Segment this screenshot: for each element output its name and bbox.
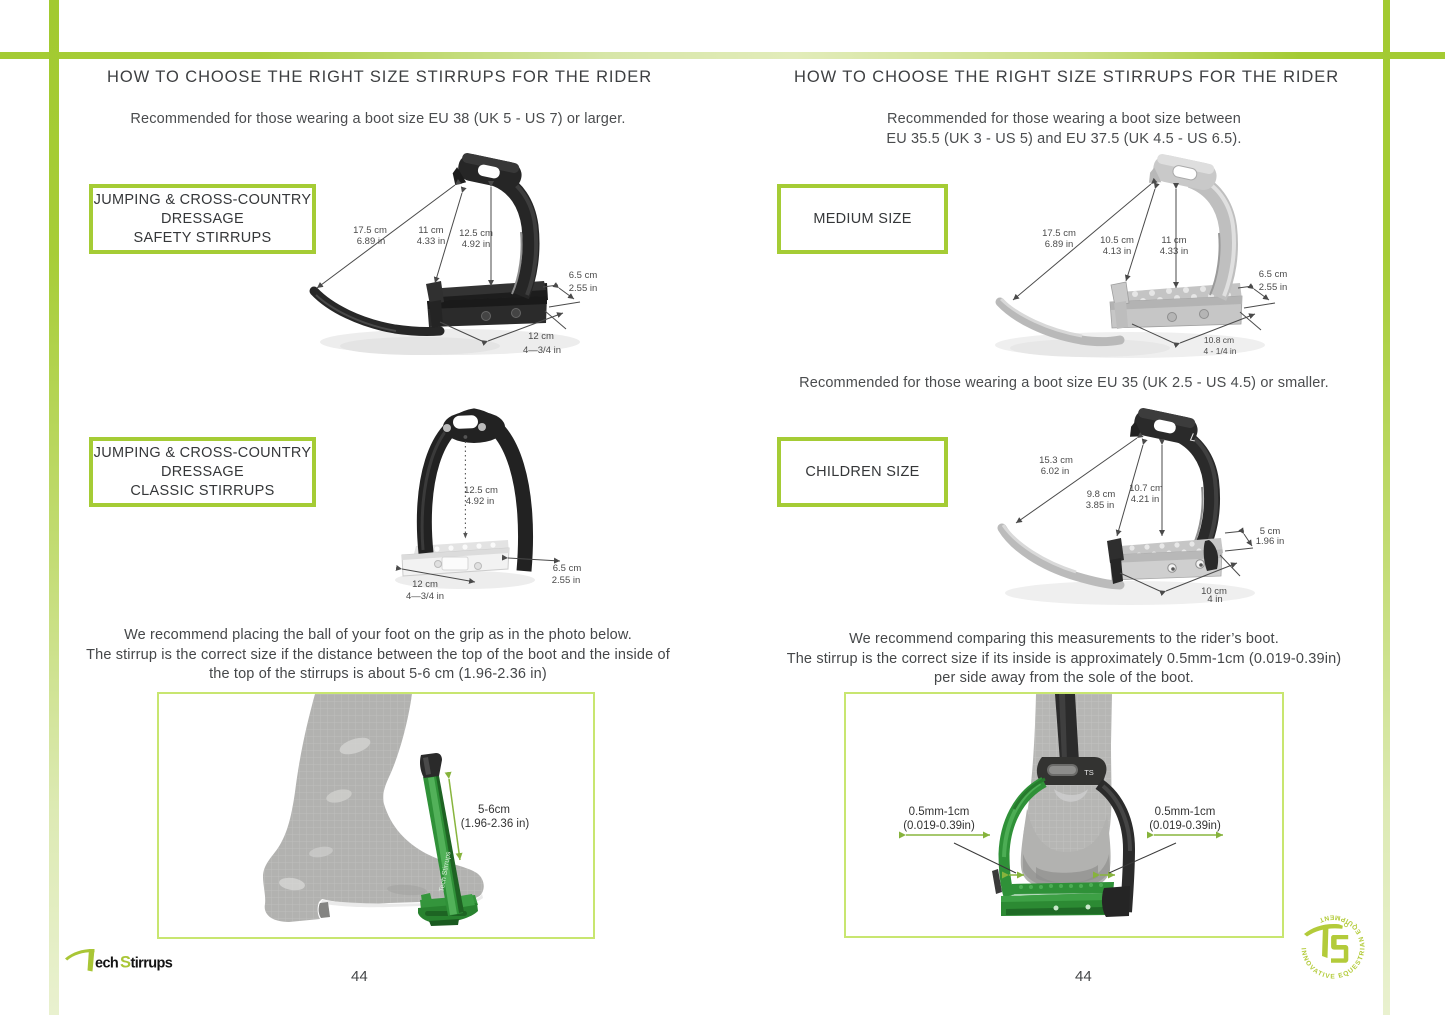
svg-text:6.89 in: 6.89 in — [357, 236, 386, 247]
svg-text:(0.019-0.39in): (0.019-0.39in) — [1149, 820, 1221, 832]
svg-text:10.5 cm: 10.5 cm — [1100, 235, 1134, 246]
svg-text:11 cm: 11 cm — [1161, 235, 1186, 246]
svg-text:10.7 cm: 10.7 cm — [1129, 483, 1163, 494]
svg-text:15.3 cm: 15.3 cm — [1039, 455, 1073, 466]
svg-text:6.02 in: 6.02 in — [1041, 466, 1070, 477]
svg-text:5 cm: 5 cm — [1260, 526, 1281, 537]
svg-text:TS: TS — [1084, 768, 1094, 777]
svg-text:4.33 in: 4.33 in — [1160, 246, 1189, 257]
svg-text:10.8 cm: 10.8 cm — [1204, 335, 1234, 345]
svg-text:17.5 cm: 17.5 cm — [1042, 228, 1076, 239]
svg-text:4.13 in: 4.13 in — [1103, 246, 1132, 257]
svg-text:4—3/4 in: 4—3/4 in — [523, 345, 561, 356]
svg-text:4 in: 4 in — [1207, 594, 1222, 605]
svg-text:(0.019-0.39in): (0.019-0.39in) — [903, 820, 975, 832]
svg-text:tirrups: tirrups — [131, 956, 173, 972]
svg-text:12.5 cm: 12.5 cm — [464, 485, 498, 496]
svg-text:2.55 in: 2.55 in — [552, 575, 581, 586]
svg-text:2.55 in: 2.55 in — [1259, 282, 1288, 293]
svg-text:17.5 cm: 17.5 cm — [353, 225, 387, 236]
svg-text:6.89 in: 6.89 in — [1045, 239, 1074, 250]
svg-text:0.5mm-1cm: 0.5mm-1cm — [1155, 806, 1216, 818]
svg-text:6.5 cm: 6.5 cm — [569, 270, 598, 281]
svg-text:11 cm: 11 cm — [418, 225, 443, 236]
svg-text:6.5 cm: 6.5 cm — [553, 563, 582, 574]
svg-text:(1.96-2.36 in): (1.96-2.36 in) — [461, 818, 530, 830]
svg-text:4—3/4 in: 4—3/4 in — [406, 591, 444, 602]
svg-text:5-6cm: 5-6cm — [478, 804, 510, 816]
svg-text:0.5mm-1cm: 0.5mm-1cm — [909, 806, 970, 818]
svg-text:3.85 in: 3.85 in — [1086, 500, 1115, 511]
svg-text:12 cm: 12 cm — [528, 331, 554, 342]
svg-text:1.96 in: 1.96 in — [1256, 536, 1285, 547]
svg-text:2.55 in: 2.55 in — [569, 283, 598, 294]
svg-text:4.33 in: 4.33 in — [417, 236, 446, 247]
svg-text:4.92 in: 4.92 in — [466, 496, 495, 507]
svg-text:L: L — [1189, 431, 1197, 444]
svg-text:12 cm: 12 cm — [412, 579, 438, 590]
svg-text:9.8 cm: 9.8 cm — [1087, 489, 1116, 500]
svg-text:6.5 cm: 6.5 cm — [1259, 269, 1288, 280]
svg-text:S: S — [120, 954, 131, 972]
svg-text:10 cm: 10 cm — [1201, 586, 1227, 597]
svg-text:4 - 1/4 in: 4 - 1/4 in — [1203, 346, 1236, 356]
svg-text:12.5 cm: 12.5 cm — [459, 228, 493, 239]
svg-text:ech: ech — [95, 956, 118, 972]
svg-text:4.21 in: 4.21 in — [1131, 494, 1160, 505]
svg-text:4.92 in: 4.92 in — [462, 239, 491, 250]
